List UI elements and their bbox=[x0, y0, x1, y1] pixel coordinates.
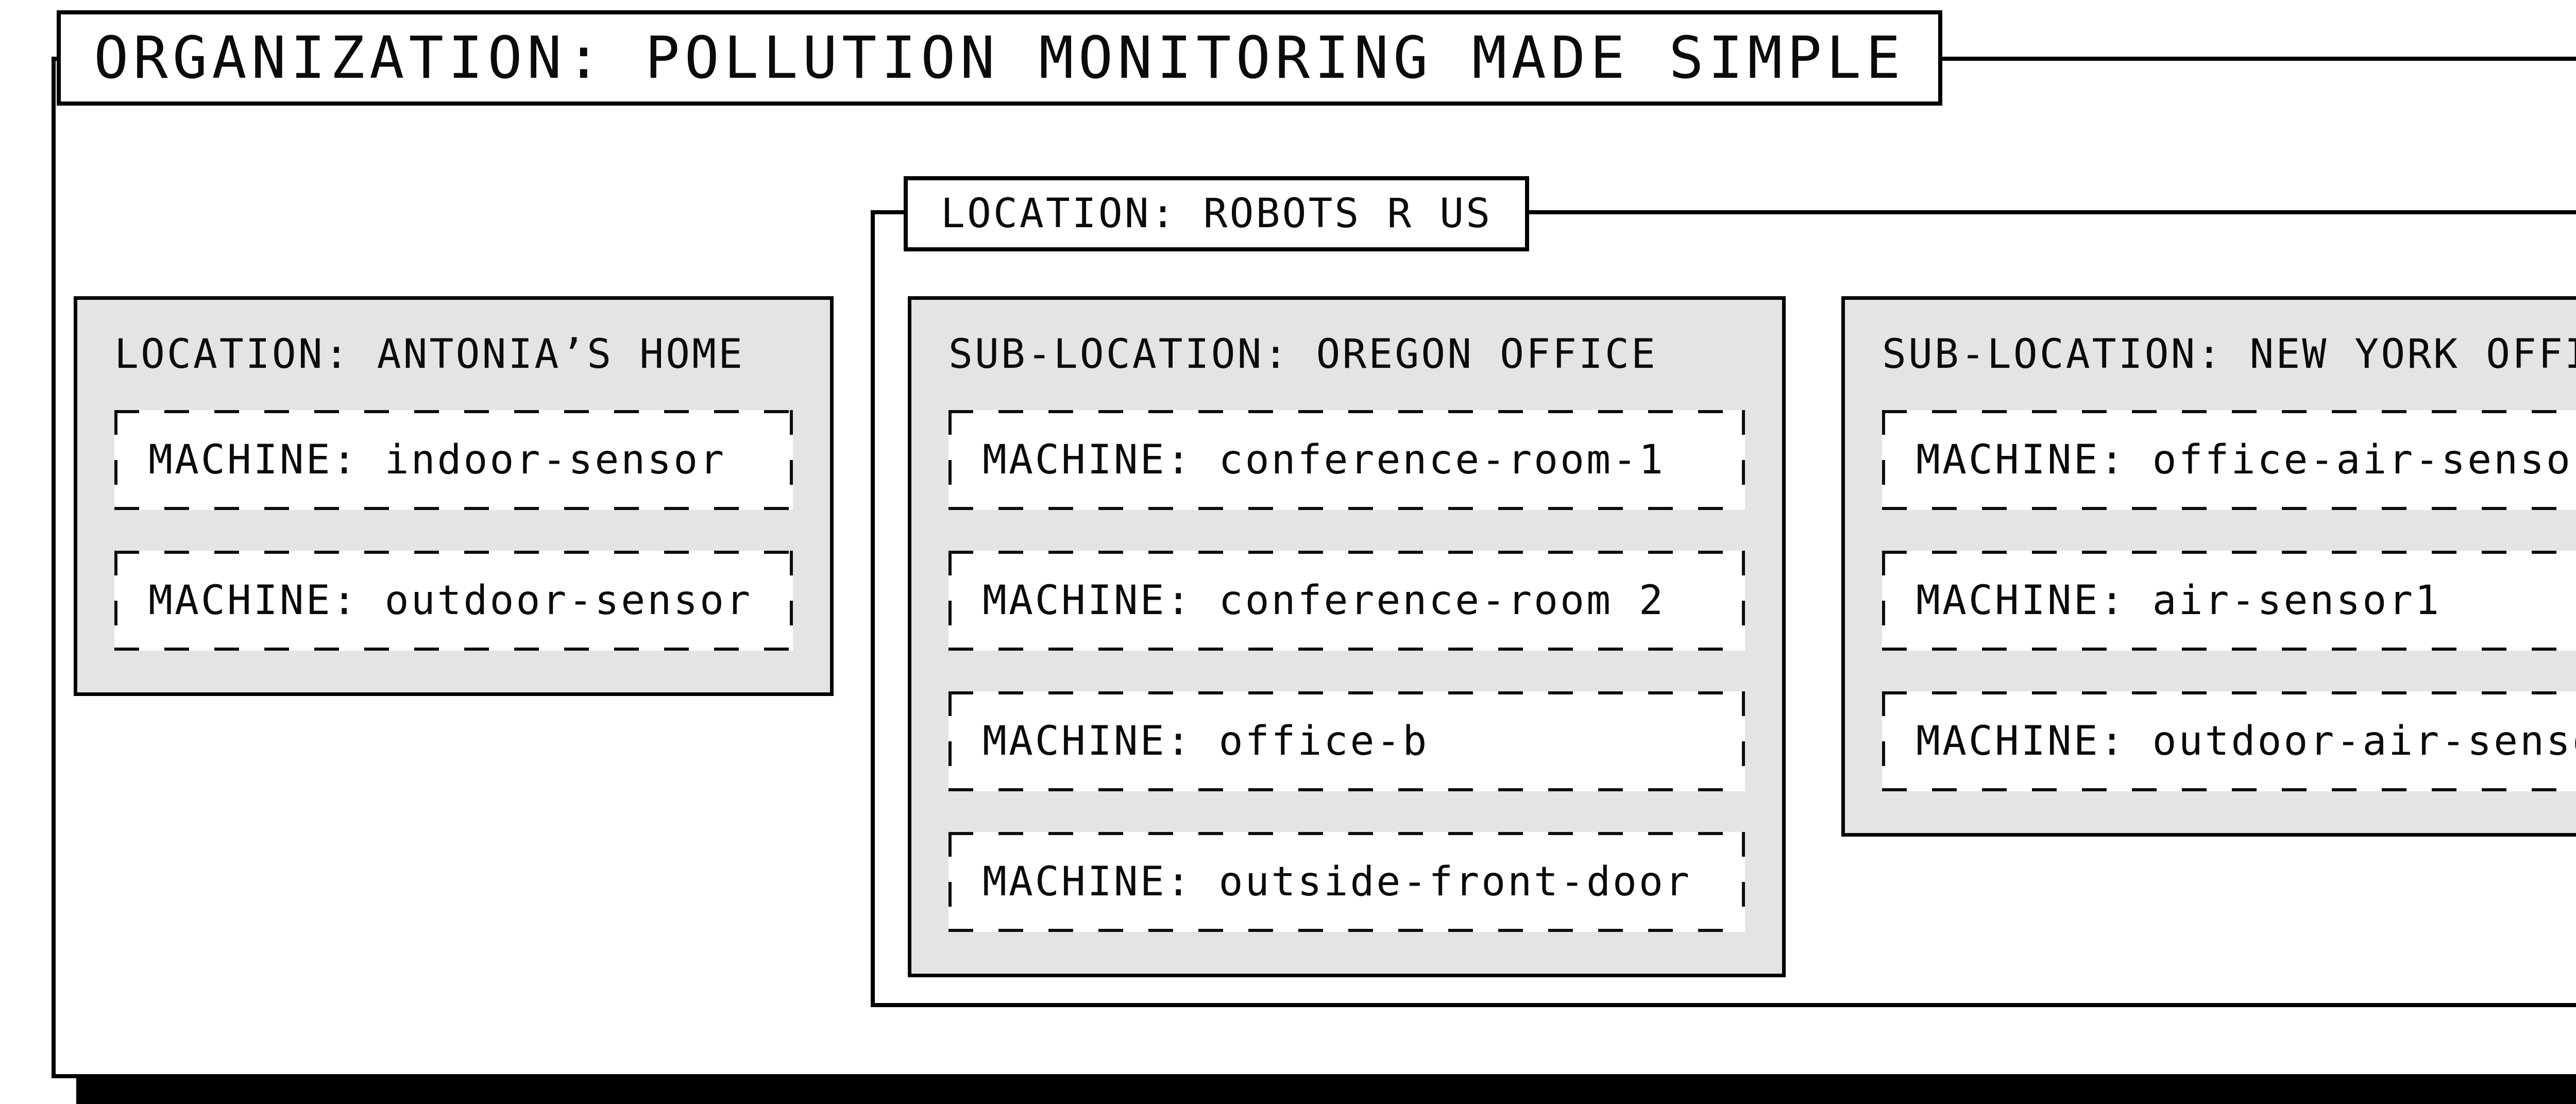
sub-location-oregon-office: SUB-LOCATION: OREGON OFFICE MACHINE: con… bbox=[908, 296, 1786, 977]
organization-title: ORGANIZATION: POLLUTION MONITORING MADE … bbox=[57, 10, 1942, 106]
machine-box-conference-room-1: MACHINE: conference-room-1 bbox=[948, 410, 1745, 510]
location-antonias-home: LOCATION: ANTONIA’S HOME MACHINE: indoor… bbox=[74, 296, 834, 696]
machine-box-outdoor-sensor: MACHINE: outdoor-sensor bbox=[114, 551, 793, 651]
organization-title-label: ORGANIZATION: POLLUTION MONITORING MADE … bbox=[94, 24, 1905, 92]
machine-box-outside-front-door: MACHINE: outside-front-door bbox=[948, 832, 1745, 932]
sub-location-oregon-office-label: SUB-LOCATION: OREGON OFFICE bbox=[948, 331, 1657, 378]
machine-box-conference-room-2: MACHINE: conference-room 2 bbox=[948, 551, 1745, 651]
sub-location-new-york-office: SUB-LOCATION: NEW YORK OFFICE MACHINE: o… bbox=[1841, 296, 2576, 837]
machine-box-outdoor-air-sensor: MACHINE: outdoor-air-sensor bbox=[1882, 691, 2576, 791]
location-antonias-home-label: LOCATION: ANTONIA’S HOME bbox=[114, 331, 745, 378]
machine-box-air-sensor1: MACHINE: air-sensor1 bbox=[1882, 551, 2576, 651]
machine-box-office-b: MACHINE: office-b bbox=[948, 691, 1745, 791]
location-robots-r-us: SUB-LOCATION: OREGON OFFICE MACHINE: con… bbox=[871, 210, 2576, 1007]
machine-box-indoor-sensor: MACHINE: indoor-sensor bbox=[114, 410, 793, 510]
machine-box-office-air-sensor: MACHINE: office-air-sensor bbox=[1882, 410, 2576, 510]
location-robots-r-us-label: LOCATION: ROBOTS R US bbox=[941, 191, 1493, 237]
sub-location-new-york-office-label: SUB-LOCATION: NEW YORK OFFICE bbox=[1882, 331, 2576, 378]
location-robots-r-us-title: LOCATION: ROBOTS R US bbox=[904, 176, 1530, 251]
